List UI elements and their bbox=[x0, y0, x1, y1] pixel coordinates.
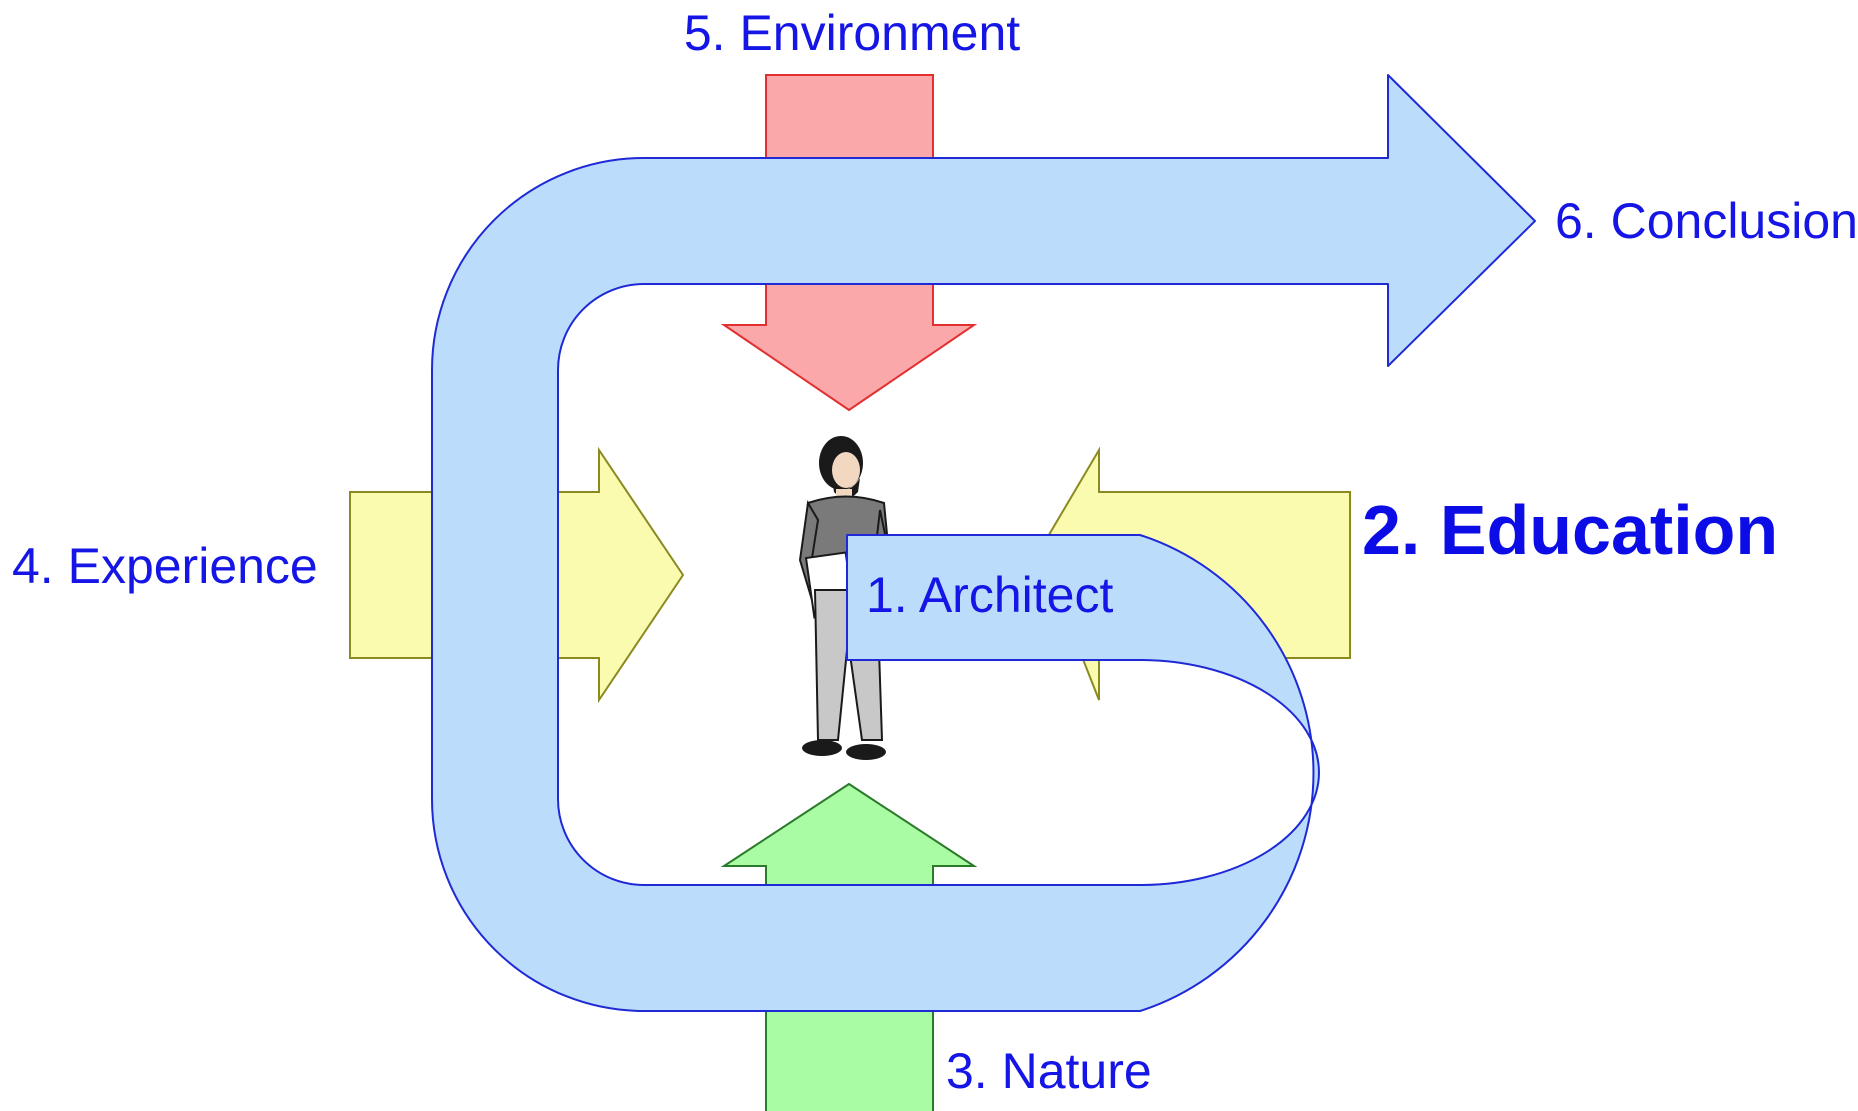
label-nature: 3. Nature bbox=[946, 1043, 1152, 1099]
label-conclusion: 6. Conclusion bbox=[1555, 193, 1858, 249]
label-architect: 1. Architect bbox=[866, 567, 1113, 623]
label-environment: 5. Environment bbox=[684, 5, 1020, 61]
education-flow-arrow bbox=[431, 74, 1536, 1012]
label-experience: 4. Experience bbox=[12, 538, 318, 594]
label-education: 2. Education bbox=[1362, 491, 1778, 569]
